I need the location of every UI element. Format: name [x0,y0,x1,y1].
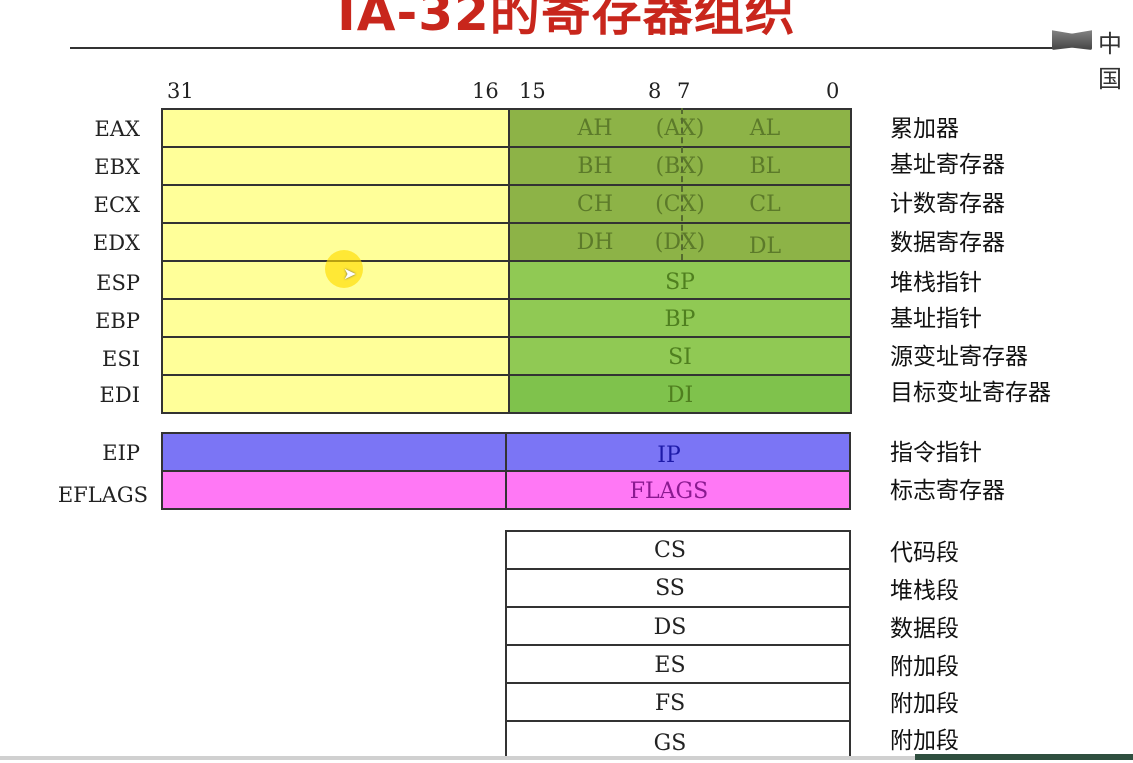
register-label-ebx: EBX [94,155,140,179]
ebp-upper-half [161,298,510,338]
cs-label: CS [654,538,686,563]
register-label-eflags: EFLAGS [57,483,148,507]
register-label-eax: EAX [94,117,140,141]
register-label-edx: EDX [92,231,140,255]
desc-ss: 堆栈段 [890,578,959,604]
mouse-cursor-highlight: ➤ [325,250,363,288]
es-label: ES [654,653,686,678]
register-label-esi: ESI [101,347,140,371]
title-underline [70,47,1055,49]
register-label-edi: EDI [99,383,140,407]
segment-ds [505,606,851,646]
desc-ds: 数据段 [890,616,959,642]
bit-number-7: 7 [677,79,691,103]
bit-number-0: 0 [826,79,840,103]
flags-label: FLAGS [629,479,709,504]
bit-number-8: 8 [648,79,662,103]
edi-upper-half [161,374,510,414]
al-label: AL [749,116,781,141]
fs-label: FS [654,691,686,716]
bp-label: BP [664,307,696,332]
desc-gs: 附加段 [890,728,959,754]
bx-label: (BX) [655,154,705,179]
di-label: DI [666,383,694,408]
desc-es: 附加段 [890,654,959,680]
logo-text: 中国 [1098,30,1122,93]
desc-ecx: 计数寄存器 [890,191,1005,217]
cx-label: (CX) [655,192,705,217]
desc-eflags: 标志寄存器 [890,478,1005,504]
slide-title: IA-32的寄存器组织 [337,0,796,42]
bl-label: BL [749,154,781,179]
ds-label: DS [653,615,687,640]
desc-cs: 代码段 [890,540,959,566]
register-label-esp: ESP [96,271,140,295]
ebx-upper-half [161,146,510,186]
edi-low-half [508,374,852,414]
bit-number-16: 16 [472,79,499,103]
segment-es [505,644,851,684]
register-label-ebp: EBP [95,309,140,333]
si-label: SI [668,345,692,370]
ah-label: AH [577,116,613,141]
book-icon [1052,30,1092,50]
eflags-upper-half [161,470,507,510]
esp-low-half [508,260,852,300]
desc-esi: 源变址寄存器 [890,344,1028,370]
byte-divider-line [681,108,683,260]
dl-label: DL [748,234,782,259]
gs-label: GS [653,731,687,756]
ss-label: SS [655,576,685,601]
bottom-right-bar [915,754,1133,760]
ch-label: CH [576,192,614,217]
desc-ebx: 基址寄存器 [890,152,1005,178]
dx-label: (DX) [654,230,706,255]
bottom-edge [0,756,1133,760]
desc-ebp: 基址指针 [890,306,982,332]
desc-edi: 目标变址寄存器 [890,380,1051,406]
bh-label: BH [577,154,613,179]
eip-upper-half [161,432,507,472]
ax-label: (AX) [655,116,705,141]
ip-label: IP [657,443,681,468]
sp-label: SP [665,270,695,295]
eax-upper-half [161,108,510,148]
logo: 中国 [1048,20,1133,93]
desc-eip: 指令指针 [890,440,982,466]
register-label-eip: EIP [102,441,140,465]
desc-edx: 数据寄存器 [890,230,1005,256]
bit-number-15: 15 [519,79,546,103]
desc-eax: 累加器 [890,116,959,142]
dh-label: DH [576,230,614,255]
esi-upper-half [161,336,510,376]
desc-esp: 堆栈指针 [890,270,982,296]
pointer-arrow-icon: ➤ [343,264,357,283]
segment-gs [505,720,851,760]
cl-label: CL [749,192,781,217]
desc-fs: 附加段 [890,691,959,717]
register-label-ecx: ECX [93,193,140,217]
ecx-upper-half [161,184,510,224]
bit-number-31: 31 [167,79,194,103]
eflags-low-half [505,470,851,510]
